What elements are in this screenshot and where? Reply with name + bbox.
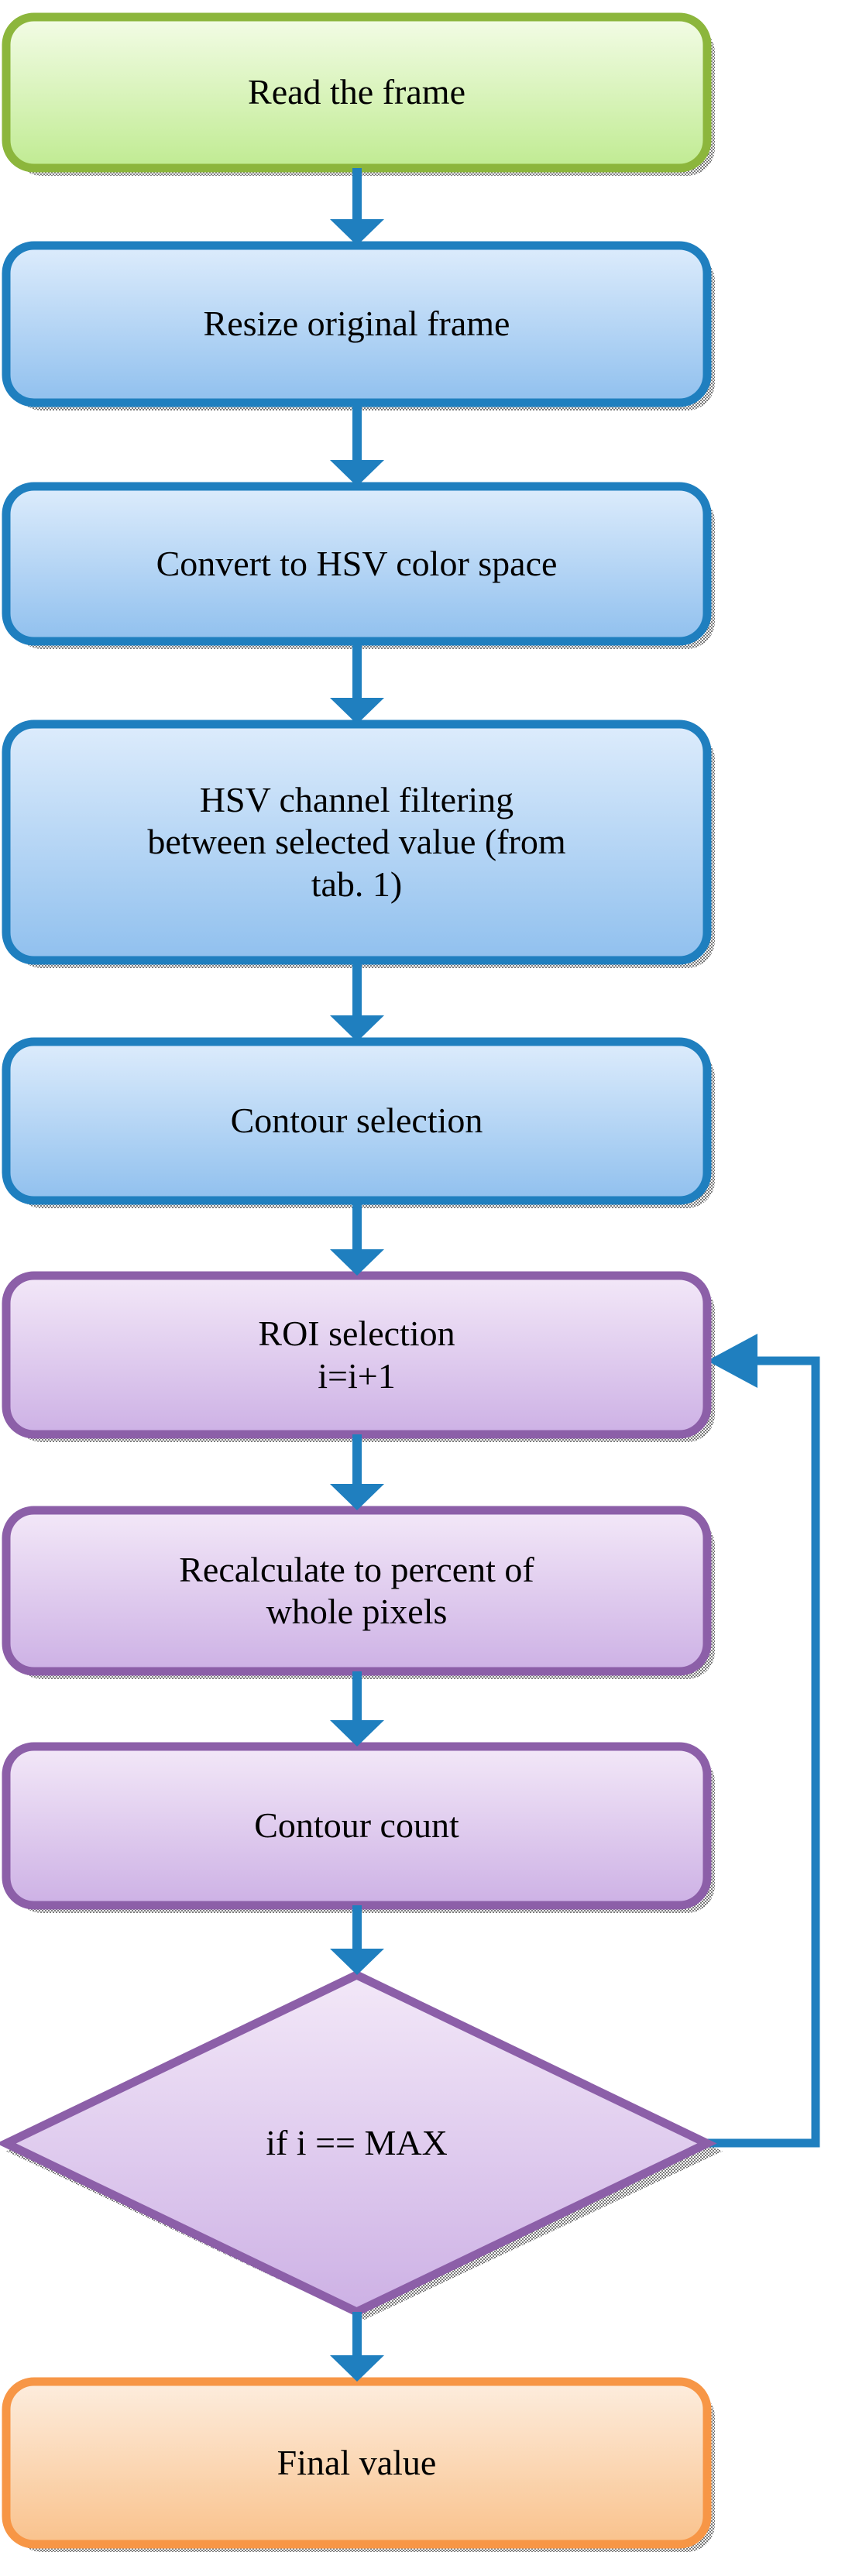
node-convert-hsv[interactable]	[2, 482, 712, 646]
edge-resize-to-convert	[330, 403, 384, 486]
node-read-frame[interactable]	[2, 12, 712, 173]
edge-count-to-decision	[330, 1905, 384, 1975]
node-hsv-filter[interactable]	[2, 720, 712, 965]
node-final-value[interactable]	[2, 2377, 712, 2549]
edge-decision-to-final	[330, 2312, 384, 2382]
node-resize-frame[interactable]	[2, 241, 712, 407]
edge-feedback-loop	[707, 1334, 820, 2148]
edge-convert-to-hsvfilter	[330, 641, 384, 724]
node-contour-selection[interactable]	[2, 1037, 712, 1205]
node-contour-count[interactable]	[2, 1742, 712, 1910]
edge-roi-to-recalculate	[330, 1434, 384, 1510]
node-if-i-max[interactable]	[0, 1970, 717, 2317]
node-recalculate-percent[interactable]	[2, 1506, 712, 1676]
edge-hsvfilter-to-contour	[330, 960, 384, 1042]
edge-recalculate-to-count	[330, 1671, 384, 1747]
node-roi-selection[interactable]	[2, 1271, 712, 1439]
edge-contour-to-roi	[330, 1200, 384, 1276]
edge-read-to-resize	[330, 168, 384, 246]
